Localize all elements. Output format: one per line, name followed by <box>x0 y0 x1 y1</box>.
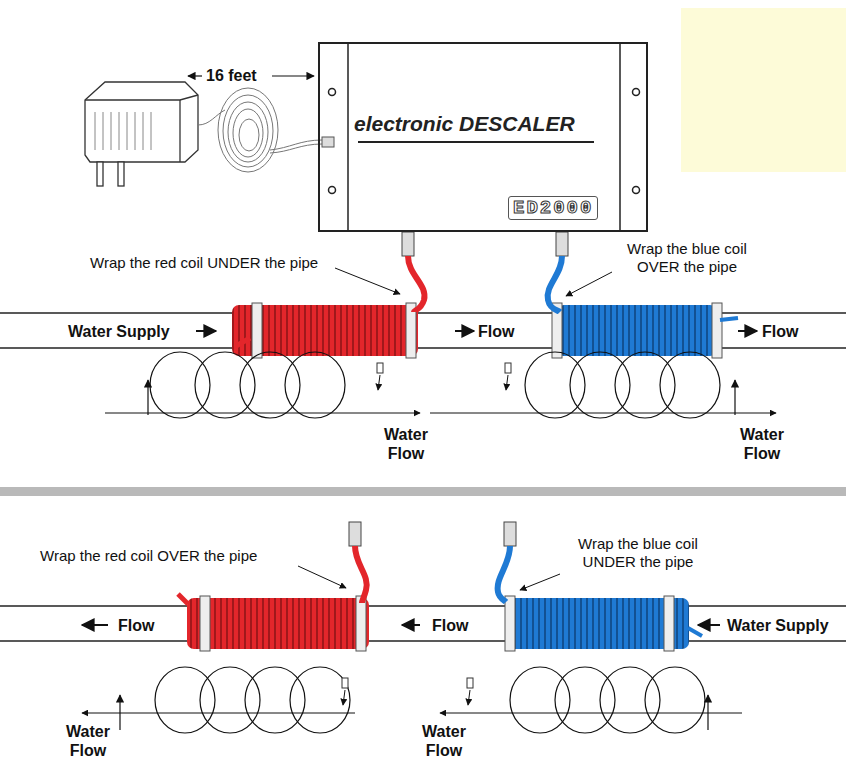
wire-end-icon <box>505 363 511 373</box>
helix-loop <box>510 667 570 733</box>
helix-loop <box>285 352 345 418</box>
wire-end-icon <box>342 678 348 688</box>
helix-loop <box>150 352 210 418</box>
note-panel <box>681 8 846 172</box>
red-coil <box>187 598 369 649</box>
flow-label: Water Supply <box>68 322 170 341</box>
helix-loop <box>600 667 660 733</box>
power-adapter <box>85 82 198 186</box>
helix-loop <box>660 352 720 418</box>
helix-loop <box>525 352 585 418</box>
box-flanges <box>329 42 640 232</box>
cable-plug <box>349 522 361 546</box>
callout-note: Water Flow <box>730 425 794 463</box>
helix-loop <box>200 667 260 733</box>
descaler-box: electronic DESCALER ED2000 <box>318 42 648 232</box>
winding-arrow <box>343 690 345 705</box>
helix-loop <box>245 667 305 733</box>
pipe-clamp <box>200 596 674 651</box>
brand-name: electronic DESCALER <box>354 112 575 136</box>
callout-note: Water Flow <box>412 722 476 760</box>
callout-note: Water Flow <box>374 425 438 463</box>
power-cord <box>198 88 334 172</box>
winding-arrow <box>506 375 508 390</box>
red-cable <box>355 546 367 603</box>
model-number: ED2000 <box>508 196 598 220</box>
helix-loop <box>570 352 630 418</box>
red-cable <box>408 256 425 312</box>
winding-arrow <box>378 375 380 390</box>
flow-label: Flow <box>478 322 514 341</box>
winding-arrow <box>707 695 708 730</box>
flow-axis <box>430 413 776 414</box>
flow-label: Flow <box>762 322 798 341</box>
winding-arrow <box>734 380 735 415</box>
callout-note: Wrap the blue coil UNDER the pipe <box>558 535 718 571</box>
blue-coil <box>507 598 689 649</box>
flow-arrow <box>196 330 757 332</box>
winding-arrow <box>468 690 470 705</box>
flow-axis <box>440 713 742 714</box>
flow-axis <box>82 713 355 714</box>
flow-arrow <box>82 624 720 626</box>
red-wire-end <box>178 594 188 604</box>
helix-loop <box>615 352 675 418</box>
helix-loop <box>555 667 615 733</box>
wire-end-icon <box>377 363 383 373</box>
winding-arrow <box>147 380 148 415</box>
cable-plug <box>504 522 516 546</box>
cable-plug <box>556 232 568 256</box>
callout-note: Wrap the blue coil OVER the pipe <box>612 240 762 276</box>
flow-label: Flow <box>118 616 154 635</box>
pipe <box>0 606 846 641</box>
helix-sketch <box>82 352 776 733</box>
flow-label: Water Supply <box>727 616 829 635</box>
helix-loop <box>195 352 255 418</box>
flow-axis <box>105 413 420 414</box>
helix-loop <box>645 667 705 733</box>
flow-label: 16 feet <box>206 66 257 85</box>
blue-coil <box>557 305 717 356</box>
helix-loop <box>155 667 215 733</box>
red-wire-end <box>236 338 250 346</box>
winding-arrow <box>119 695 120 730</box>
flow-label: Wrap the red coil UNDER the pipe <box>90 254 318 272</box>
separator-bar <box>0 487 846 496</box>
blue-wire-end <box>688 628 702 636</box>
flow-label: Wrap the red coil OVER the pipe <box>40 547 257 565</box>
helix-loop <box>240 352 300 418</box>
cable-plug <box>402 232 414 256</box>
helix-loop <box>290 667 350 733</box>
blue-wire-end <box>720 318 738 320</box>
blue-cable <box>498 546 510 602</box>
callout-note: Water Flow <box>56 722 120 760</box>
leader-line <box>520 574 560 590</box>
wire-end-icon <box>467 678 473 688</box>
dimension-arrow <box>272 75 314 76</box>
leader-line <box>335 268 400 294</box>
dimension-arrow <box>188 75 202 76</box>
blue-cable <box>548 256 562 312</box>
leader-line <box>566 272 612 296</box>
pipe-clamp <box>252 303 722 358</box>
flow-label: Flow <box>432 616 468 635</box>
leader-line <box>298 566 346 588</box>
